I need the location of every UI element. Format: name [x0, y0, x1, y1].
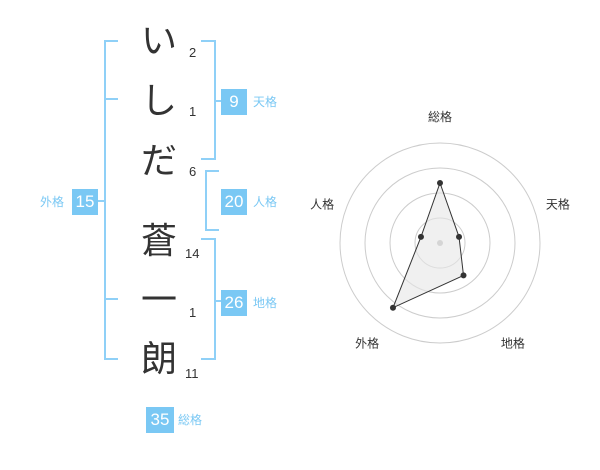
radar-shape — [392, 181, 465, 309]
tenkaku-label: 天格 — [253, 95, 278, 109]
radar-point-3 — [460, 272, 467, 279]
stroke-count-2: 1 — [189, 104, 197, 119]
soukaku-value-badge: 35 — [146, 407, 174, 433]
stroke-count-3: 6 — [189, 164, 197, 179]
radar-ring-3 — [364, 167, 516, 319]
radar-ring-4 — [339, 142, 541, 344]
name-char-1: い — [140, 21, 177, 62]
chikaku-label: 地格 — [253, 296, 278, 310]
stroke-count-1: 2 — [189, 45, 197, 60]
stroke-count-5: 1 — [189, 305, 197, 320]
radar-polygon — [392, 181, 465, 309]
radar-points — [389, 180, 467, 311]
radar-axis-label-1: 総格 — [428, 110, 452, 124]
stroke-count-4: 14 — [185, 246, 200, 261]
jinkaku-value-badge: 20 — [221, 189, 247, 215]
jinkaku-label: 人格 — [253, 195, 278, 209]
name-char-4: 蒼 — [140, 221, 177, 262]
radar-point-2 — [456, 233, 463, 240]
name-char-5: 一 — [140, 280, 177, 321]
stroke-count-6: 11 — [185, 366, 199, 381]
radar-axis-label-5: 人格 — [310, 197, 334, 212]
soukaku-label: 総格 — [178, 413, 203, 427]
gaikaku-value-badge: 15 — [72, 189, 98, 215]
name-char-3: だ — [140, 141, 177, 182]
radar-point-4 — [389, 304, 396, 311]
radar-axis-label-4: 外格 — [355, 335, 379, 350]
radar-axis-label-2: 天格 — [546, 197, 570, 212]
radar-point-5 — [417, 233, 424, 240]
name-char-2: し — [140, 81, 177, 122]
chikaku-value-badge: 26 — [221, 290, 247, 316]
radar-axis-label-3: 地格 — [501, 335, 525, 350]
name-char-6: 朗 — [140, 339, 177, 380]
tenkaku-value-badge: 9 — [221, 89, 247, 115]
gaikaku-label: 外格 — [40, 195, 65, 209]
radar-point-1 — [437, 180, 443, 186]
